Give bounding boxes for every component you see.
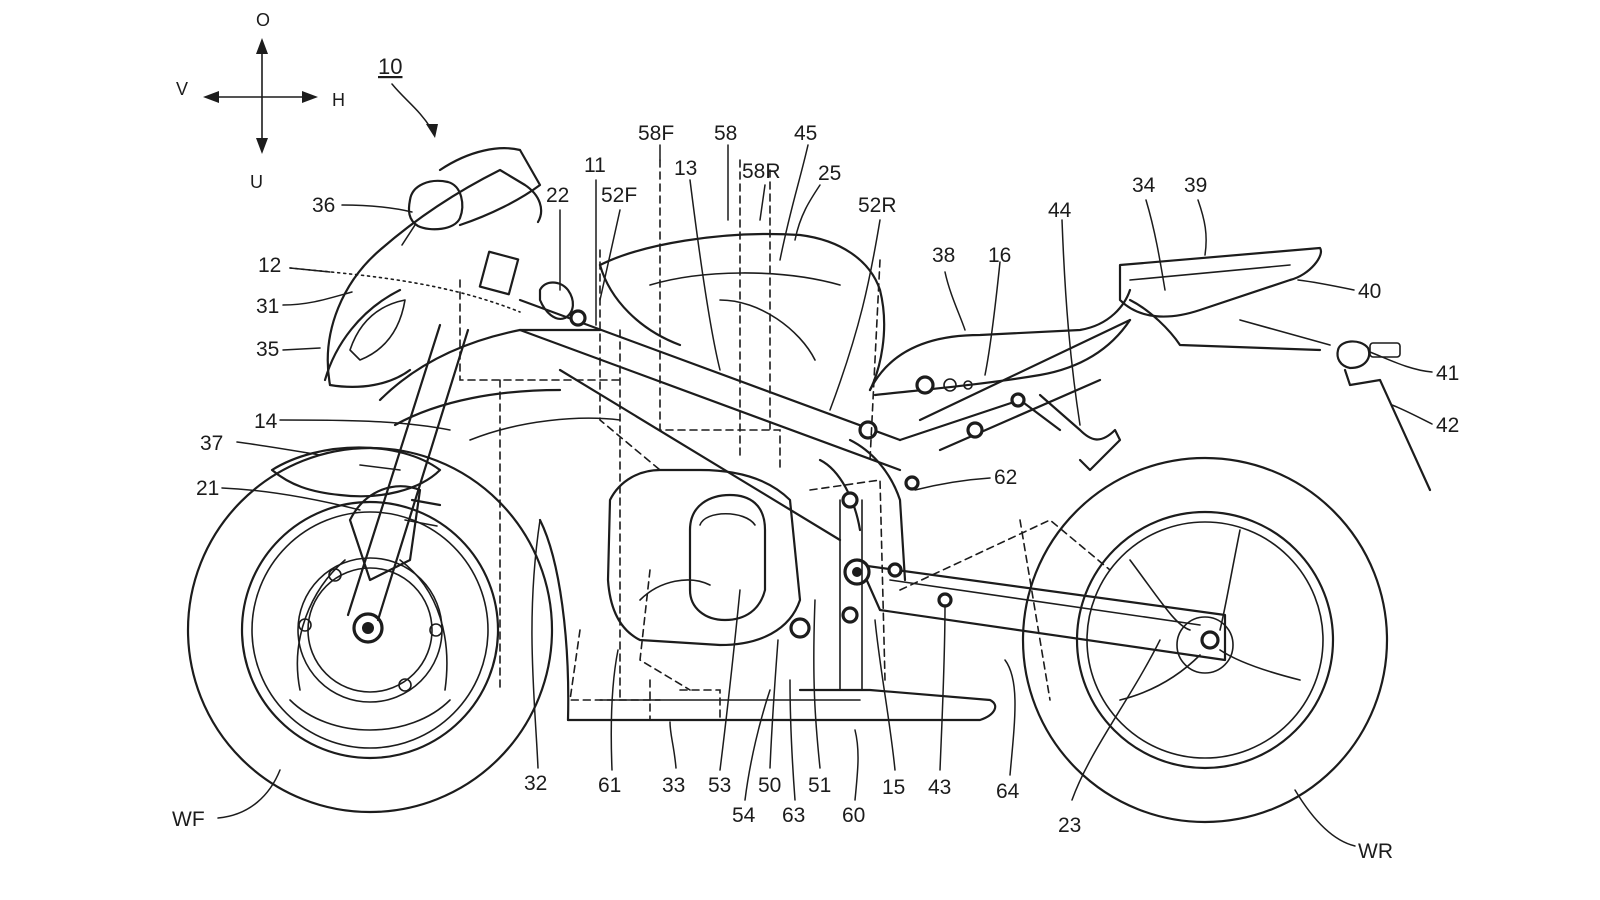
label-11: 11 xyxy=(584,154,606,177)
label-40: 40 xyxy=(1358,280,1381,303)
front-caliper xyxy=(348,485,422,582)
label-52F: 52F xyxy=(601,184,637,207)
label-31: 31 xyxy=(256,295,279,318)
label-16: 16 xyxy=(988,244,1011,267)
tail-cowl xyxy=(1118,246,1331,352)
front-fairing xyxy=(323,147,621,441)
compass-up-label: O xyxy=(256,10,270,30)
label-62: 62 xyxy=(994,466,1017,489)
swingarm xyxy=(843,558,1227,662)
rear-subframe xyxy=(858,318,1132,491)
compass-right-label: H xyxy=(332,90,345,110)
hidden-lines xyxy=(459,159,1111,721)
label-60: 60 xyxy=(842,804,865,827)
label-58F: 58F xyxy=(638,122,674,145)
steering-components xyxy=(478,250,587,327)
label-58: 58 xyxy=(714,122,737,145)
front-wheel xyxy=(186,446,554,814)
license-plate-lamp xyxy=(1336,340,1432,492)
label-34: 34 xyxy=(1132,174,1156,197)
direction-compass: O U V H xyxy=(176,10,345,192)
label-43: 43 xyxy=(928,776,951,799)
seat xyxy=(868,288,1132,397)
engine-block xyxy=(606,468,802,647)
label-23: 23 xyxy=(1058,814,1081,837)
fuel-tank xyxy=(598,232,886,392)
label-44: 44 xyxy=(1048,199,1072,222)
label-15: 15 xyxy=(882,776,905,799)
label-WR: WR xyxy=(1358,840,1393,863)
label-39: 39 xyxy=(1184,174,1207,197)
main-frame xyxy=(518,298,907,582)
footpeg-bracket xyxy=(1038,393,1122,472)
label-21: 21 xyxy=(196,477,219,500)
label-WF: WF xyxy=(172,808,205,831)
compass-left-label: V xyxy=(176,79,188,99)
label-33: 33 xyxy=(662,774,685,797)
label-12: 12 xyxy=(258,254,281,277)
mirror xyxy=(401,179,464,246)
rear-wheel xyxy=(1021,456,1389,824)
label-64: 64 xyxy=(996,780,1020,803)
leader-lines xyxy=(217,144,1433,847)
label-45: 45 xyxy=(794,122,817,145)
rear-suspension xyxy=(789,491,953,691)
front-fork xyxy=(346,323,470,622)
label-25: 25 xyxy=(818,162,841,185)
figure-ref-label: 10 xyxy=(378,54,402,79)
label-51: 51 xyxy=(808,774,831,797)
label-13: 13 xyxy=(674,157,697,180)
label-22: 22 xyxy=(546,184,569,207)
label-52R: 52R xyxy=(858,194,897,217)
label-54: 54 xyxy=(732,804,756,827)
label-58R: 58R xyxy=(742,160,781,183)
figure-reference: 10 xyxy=(378,54,438,138)
label-63: 63 xyxy=(782,804,805,827)
label-61: 61 xyxy=(598,774,621,797)
label-41: 41 xyxy=(1436,362,1459,385)
label-38: 38 xyxy=(932,244,955,267)
label-53: 53 xyxy=(708,774,731,797)
label-14: 14 xyxy=(254,410,278,433)
label-50: 50 xyxy=(758,774,781,797)
reference-labels: 36 22 11 52F 58F 13 58 58R 45 25 52R 12 … xyxy=(172,122,1459,863)
label-35: 35 xyxy=(256,338,279,361)
front-fender xyxy=(270,446,442,498)
wiring-dotted xyxy=(289,267,521,313)
label-37: 37 xyxy=(200,432,223,455)
label-42: 42 xyxy=(1436,414,1459,437)
label-36: 36 xyxy=(312,194,335,217)
compass-down-label: U xyxy=(250,172,263,192)
label-32: 32 xyxy=(524,772,547,795)
